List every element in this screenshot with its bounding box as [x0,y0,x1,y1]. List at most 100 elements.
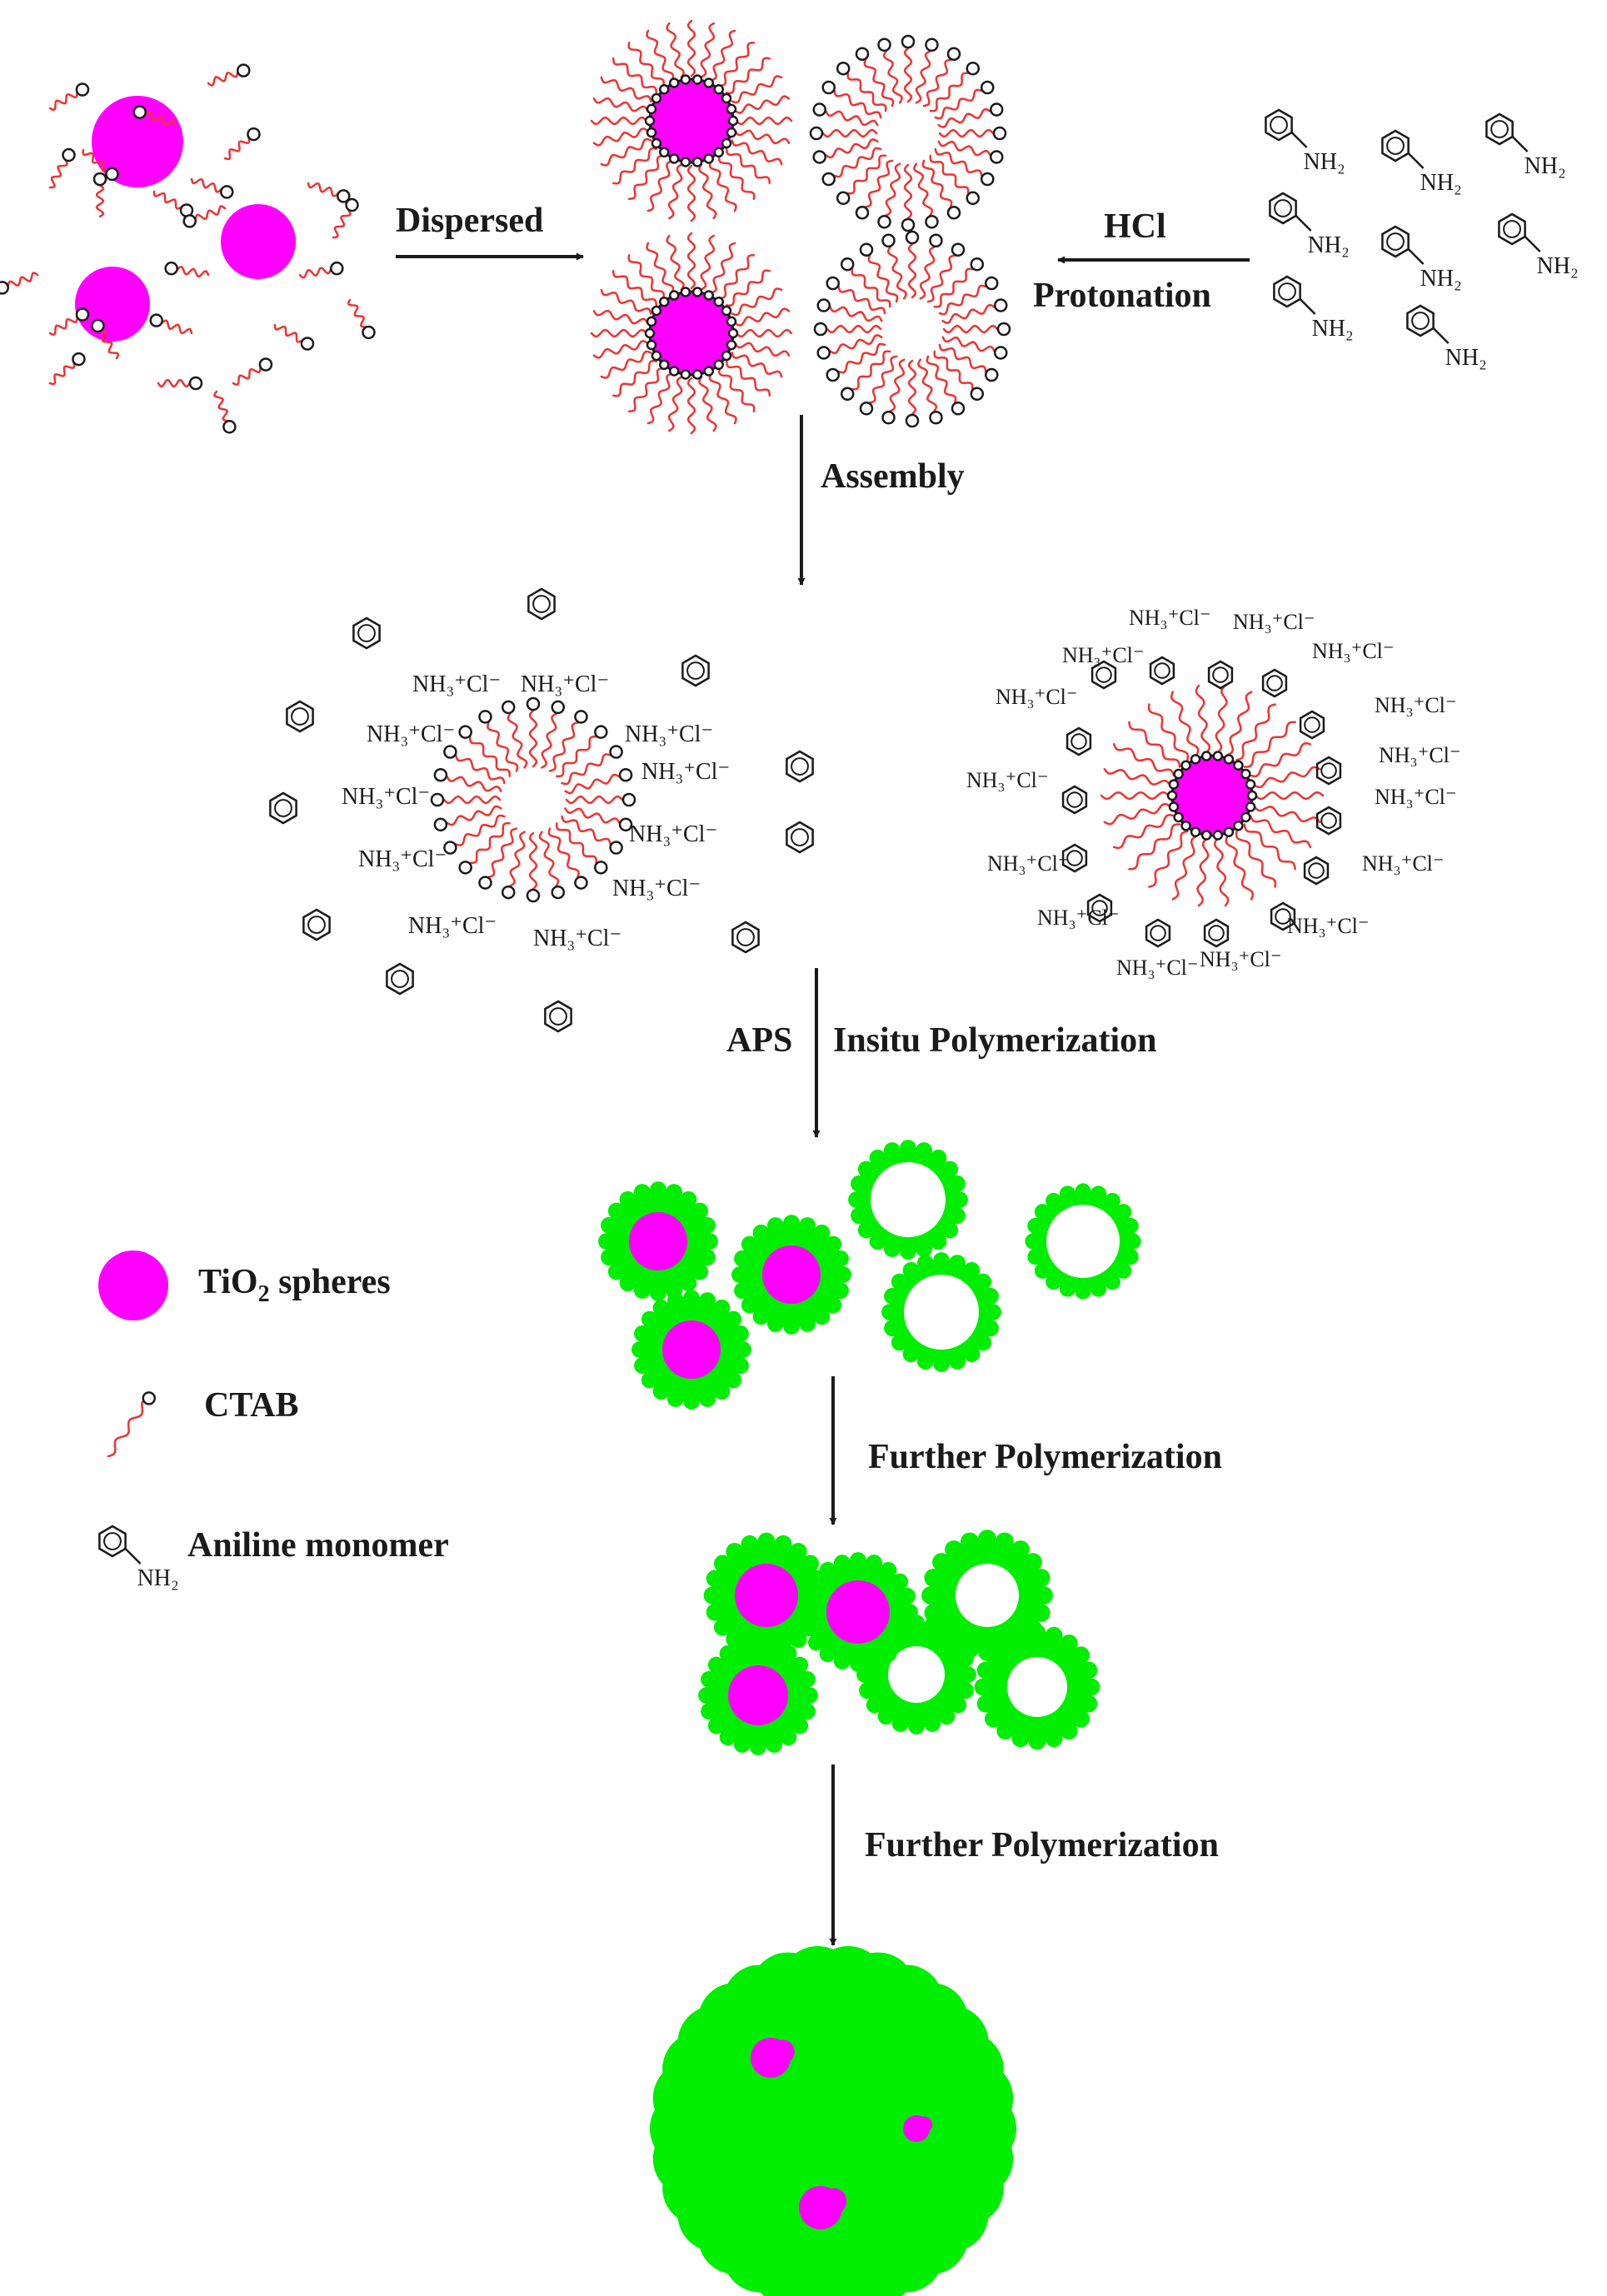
label-dispersed: Dispersed [396,202,543,240]
ammonium-chloride-label: NH₃⁺Cl⁻ [1379,743,1461,767]
ctab-head [149,313,163,327]
label-insitu-polymerization: Insitu Polymerization [833,1021,1156,1060]
stage-5-aggregates [698,1530,1100,1755]
ctab-head [258,357,273,372]
ammonium-chloride-label: NH₃⁺Cl⁻ [1375,785,1457,809]
benzene-ring [681,654,710,687]
benzene-ring [1261,668,1288,698]
benzene-ring [1299,710,1325,740]
stage-6-composite [650,1945,1016,2296]
benzene-ring [1086,893,1113,923]
benzene-ring [386,962,414,996]
ammonium-chloride-label: NH₃⁺Cl⁻ [1062,643,1145,667]
nh2-label: NH₂ [1420,170,1462,196]
legend-tio2-label: TiO2 spheres [198,1263,391,1307]
ammonium-chloride-label: NH₃⁺Cl⁻ [641,759,730,785]
nh2-label: NH₂ [1537,253,1579,279]
stage-1-mixture [0,63,376,434]
benzene-ring [1381,129,1410,162]
stage-4-core-shell [598,1140,1141,1410]
ammonium-chloride-label: NH₃⁺Cl⁻ [625,721,713,747]
stage-3-assembled: NH₃⁺Cl⁻ NH₃⁺Cl⁻ NH₃⁺Cl⁻ NH₃⁺Cl⁻ NH₃⁺Cl⁻ NH₃⁺C… [269,587,1461,1033]
ctab-head [300,337,315,351]
pani-coated-tio2 [698,1635,818,1755]
benzene-ring [1269,192,1297,225]
pani-hollow-sphere [974,1624,1100,1750]
ctab-head [75,307,90,322]
benzene-ring [302,908,331,941]
tio2-sphere [221,204,296,279]
benzene-ring [1090,660,1117,690]
tio2-inclusion [903,2115,933,2142]
benzene-ring [352,616,381,650]
ammonium-chloride-label: NH₃⁺Cl⁻ [996,685,1078,709]
ctab-head [105,167,119,182]
ammonium-chloride-label: NH₃⁺Cl⁻ [612,876,701,901]
tio2-inclusion [799,2186,847,2229]
ctab-head [337,189,351,203]
benzene-ring [1381,225,1410,258]
ctab-head [72,352,86,367]
pani-hollow-sphere [881,1252,1001,1372]
nh2-label: NH₂ [1304,149,1345,175]
ctab-head [182,214,197,228]
ammonium-chloride-label: NH₃⁺Cl⁻ [1287,914,1370,938]
ammonium-chloride-label: NH₃⁺Cl⁻ [1375,693,1457,717]
legend-ctab-label: CTAB [204,1386,299,1425]
nh2-label: NH₂ [1420,266,1462,292]
ammonium-chloride-label: NH₃⁺Cl⁻ [987,851,1070,876]
ammonium-chloride-label: NH₃⁺Cl⁻ [1116,956,1199,980]
benzene-ring [1061,843,1088,873]
benzene-ring [1149,656,1175,686]
ammonium-chloride-label: NH₃⁺Cl⁻ [412,671,501,697]
benzene-ring [1066,726,1092,756]
legend-aniline-label: Aniline monomer [187,1526,449,1565]
ctab-head [362,325,376,340]
benzene-ring [1270,901,1296,931]
label-hcl: HCl [1104,207,1166,246]
ctab-head [0,281,9,295]
label-assembly: Assembly [821,457,965,496]
ctab-head [247,127,261,142]
pani-hollow-sphere [1025,1183,1141,1300]
pani-hollow-sphere [848,1140,968,1260]
ctab-head [220,185,234,199]
benzene-ring [1203,918,1230,948]
pani-coated-tio2 [798,1552,918,1672]
benzene-ring [1273,275,1301,308]
ammonium-chloride-label: NH₃⁺Cl⁻ [1129,606,1211,630]
ammonium-chloride-label: NH₃⁺Cl⁻ [367,721,455,747]
benzene-ring [1303,856,1330,886]
ammonium-chloride-label: NH₃⁺Cl⁻ [629,821,717,847]
nh2-label: NH₂ [1312,316,1354,342]
ammonium-chloride-label: NH₃⁺Cl⁻ [533,926,621,951]
benzene-ring [1485,112,1514,146]
tio2-sphere [75,267,150,342]
ctab-head [237,63,251,77]
benzene-ring [1061,785,1088,815]
benzene-ring [286,700,314,733]
nh2-label: NH₂ [1308,232,1350,258]
pani-coated-tio2 [598,1181,718,1301]
stage-aniline-monomers: NH₂ NH₂ NH₂ NH₂ NH₂ NH₂ NH₂ NH₂ [1265,108,1579,371]
benzene-ring [1265,108,1293,142]
ctab-head [62,147,76,162]
benzene-ring [1315,756,1342,786]
benzene-ring [1498,212,1526,246]
benzene-ring [1406,304,1435,337]
benzene-ring [544,1000,572,1033]
nh2-label: NH₂ [1525,153,1566,179]
ammonium-chloride-label: NH₃⁺Cl⁻ [1233,610,1315,634]
pani-coated-tio2 [631,1290,751,1410]
benzene-ring [786,821,814,854]
legend: NH₂ [98,1250,179,1591]
benzene-ring [527,587,556,621]
benzene-ring [786,750,814,783]
ctab-head [75,82,90,97]
nh2-label: NH₂ [1445,345,1487,371]
ctab-head [132,105,147,119]
benzene-ring [731,921,760,954]
benzene-ring [269,791,297,825]
ammonium-chloride-label: NH₃⁺Cl⁻ [1362,851,1445,876]
